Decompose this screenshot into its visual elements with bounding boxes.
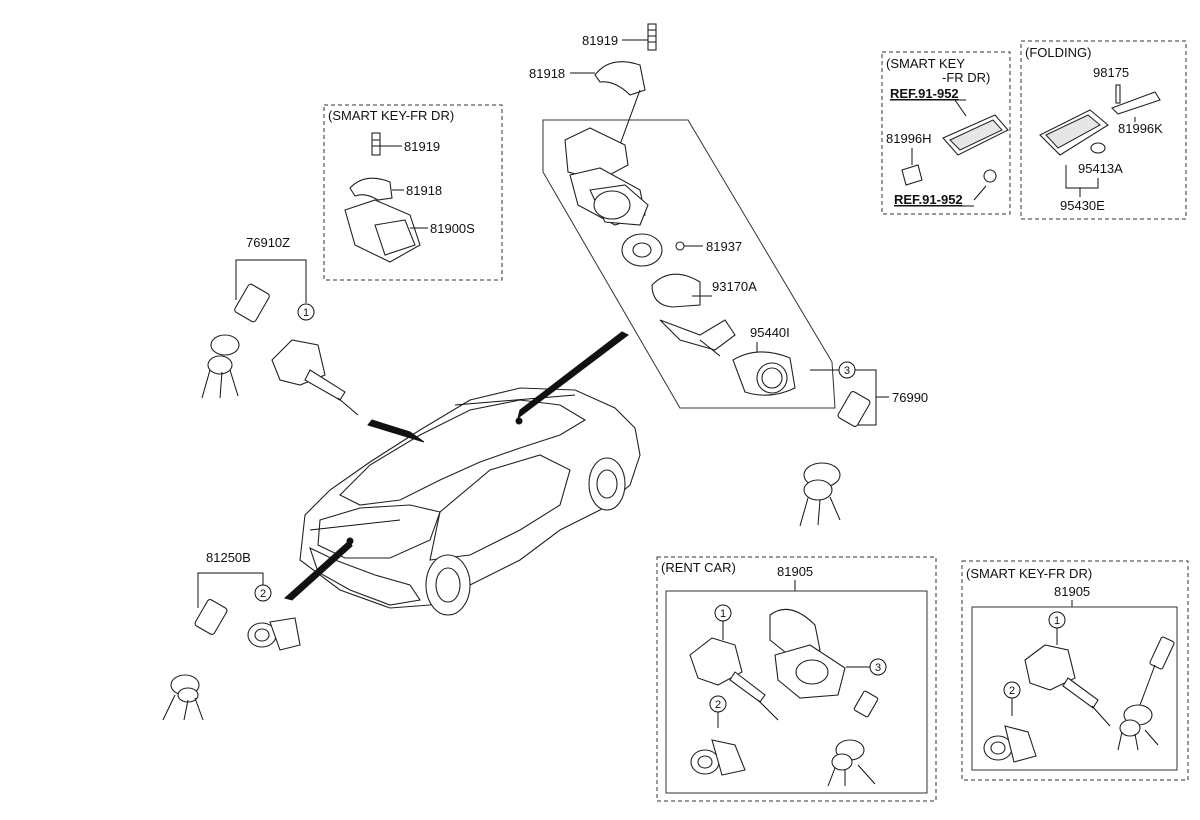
- svg-text:2: 2: [1009, 685, 1015, 697]
- label-81996K: 81996K: [1118, 121, 1163, 136]
- label-81919-top: 81919: [582, 33, 618, 48]
- label-81900S: 81900S: [430, 221, 475, 236]
- label-81918-small: 81918: [406, 183, 442, 198]
- panel-title-smart-key-line1: (SMART KEY: [886, 56, 965, 71]
- panel-title-folding: (FOLDING): [1025, 45, 1091, 60]
- ref-link-91-952-top[interactable]: REF.91-952: [890, 86, 959, 101]
- door-lock-set-76910Z: 76910Z 1: [201, 235, 359, 416]
- pointer-wedge-trunk: [283, 539, 353, 601]
- svg-text:3: 3: [844, 365, 850, 377]
- svg-text:3: 3: [875, 662, 881, 674]
- trunk-lock-set-81250B: 81250B 2: [162, 550, 301, 721]
- label-93170A: 93170A: [712, 279, 757, 294]
- svg-text:2: 2: [715, 699, 721, 711]
- smart-key-fr-dr-panel-top: (SMART KEY-FR DR) 81919 81918 81900S: [323, 104, 503, 281]
- smart-key-fr-dr-panel-bottom: (SMART KEY-FR DR) 81905 1 2: [961, 560, 1189, 781]
- panel-title-smart-key-fr-dr-bottom: (SMART KEY-FR DR): [966, 566, 1092, 581]
- label-81905-smart-key: 81905: [1054, 584, 1090, 599]
- label-76910Z: 76910Z: [246, 235, 290, 250]
- car-illustration: [299, 387, 641, 616]
- label-81919-small: 81919: [404, 139, 440, 154]
- panel-title-rent-car: (RENT CAR): [661, 560, 736, 575]
- svg-text:1: 1: [720, 608, 726, 620]
- pointer-wedge-driver-door: [367, 419, 425, 443]
- label-95440I: 95440I: [750, 325, 790, 340]
- key-set-76990: 3 76990: [799, 361, 928, 527]
- rent-car-panel: (RENT CAR) 81905 1 2 3: [656, 556, 937, 802]
- label-95413A: 95413A: [1078, 161, 1123, 176]
- label-81250B: 81250B: [206, 550, 251, 565]
- panel-title-smart-key-line2: -FR DR): [942, 70, 990, 85]
- label-81905-rent-car: 81905: [777, 564, 813, 579]
- label-98175: 98175: [1093, 65, 1129, 80]
- svg-text:2: 2: [260, 588, 266, 600]
- label-95430E: 95430E: [1060, 198, 1105, 213]
- svg-text:1: 1: [1054, 615, 1060, 627]
- label-81937: 81937: [706, 239, 742, 254]
- svg-text:1: 1: [303, 307, 309, 319]
- label-81918-top: 81918: [529, 66, 565, 81]
- ignition-assembly: 81919 81918 81937 93170A 95440I: [529, 23, 836, 409]
- folding-key-panel: (FOLDING) 98175 81996K 95413A 95430E: [1020, 40, 1187, 220]
- label-81996H: 81996H: [886, 131, 932, 146]
- smart-key-panel: (SMART KEY -FR DR) REF.91-952 81996H REF…: [881, 51, 1011, 215]
- panel-title-smart-key-fr-dr-top: (SMART KEY-FR DR): [328, 108, 454, 123]
- pointer-wedge-ignition: [517, 331, 629, 420]
- label-76990: 76990: [892, 390, 928, 405]
- ref-link-91-952-bottom[interactable]: REF.91-952: [894, 192, 963, 207]
